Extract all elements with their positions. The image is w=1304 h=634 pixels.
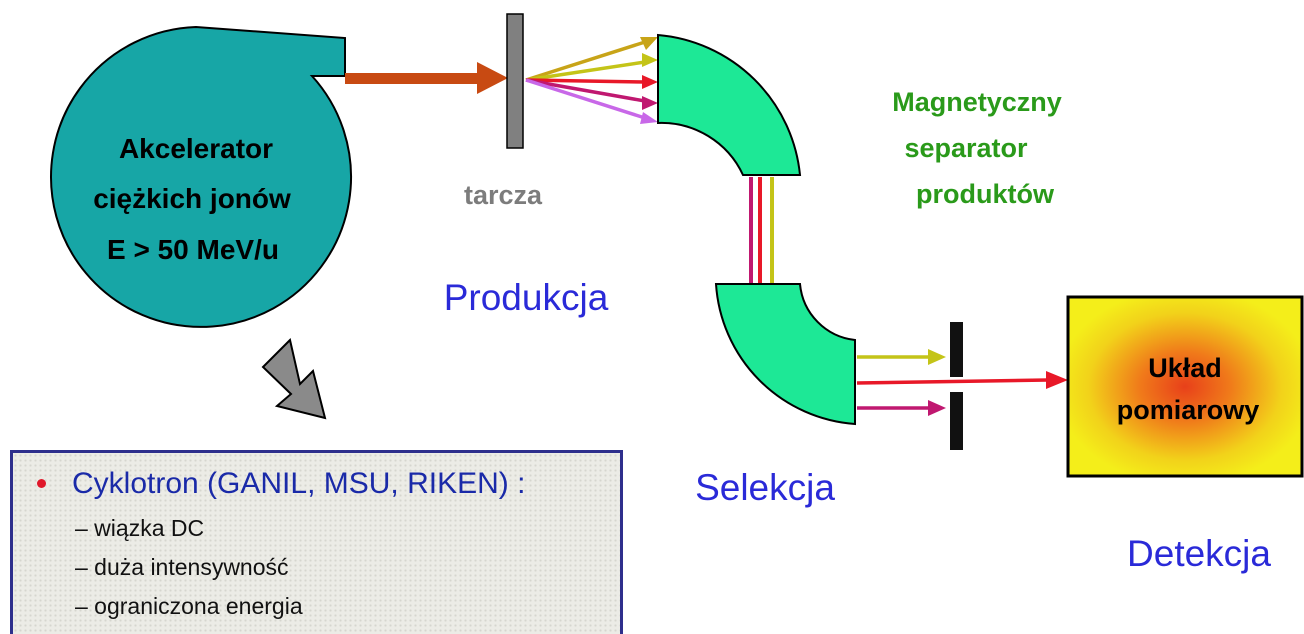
info-item-energy: – ograniczona energia: [75, 593, 303, 619]
separator-beam-magenta: [749, 177, 753, 287]
target-plate: [506, 13, 524, 149]
separator-beam-red: [758, 177, 762, 287]
separator-label-line1: Magnetyczny: [892, 87, 1062, 117]
main-beam: [345, 73, 480, 84]
separator-label-line2: separator: [904, 133, 1028, 163]
detector-label-line2: pomiarowy: [1117, 395, 1260, 425]
slit-upper: [950, 322, 963, 377]
separator-beam-yellow: [770, 177, 774, 287]
bullet-icon: [37, 479, 46, 488]
product-arrowheads: [640, 37, 658, 124]
cyclotron-info-box: Cyklotron (GANIL, MSU, RIKEN) : – wiązka…: [10, 450, 623, 634]
separator-label-line3: produktów: [916, 179, 1055, 209]
accelerator-label-line1: Akcelerator: [119, 133, 273, 164]
accelerator-body: [50, 25, 353, 328]
product-fan: [525, 40, 646, 120]
stage-label-selection: Selekcja: [695, 467, 835, 508]
info-item-dc-beam: – wiązka DC: [75, 515, 205, 541]
detector-box: [1066, 295, 1304, 478]
accelerator-label-line3: E > 50 MeV/u: [107, 234, 279, 265]
main-beam-arrowhead: [477, 62, 508, 94]
accelerator-label-line2: ciężkich jonów: [93, 183, 291, 214]
output-arrow-magenta: [928, 400, 946, 416]
target-label: tarcza: [464, 180, 543, 210]
stage-label-production: Produkcja: [444, 277, 609, 318]
slit-lower: [950, 392, 963, 450]
output-arrow-yellow: [928, 349, 946, 365]
separator-magnet-upper: [657, 33, 802, 176]
product-beam-gold: [525, 40, 646, 82]
info-box-title: Cyklotron (GANIL, MSU, RIKEN) :: [72, 467, 526, 500]
output-arrow-red: [1046, 371, 1068, 389]
stage-label-detection: Detekcja: [1127, 533, 1271, 574]
product-beam-violet: [525, 78, 646, 120]
product-beam-red: [525, 78, 646, 84]
detector-label-line1: Układ: [1148, 353, 1222, 383]
output-beam-red: [856, 378, 1049, 385]
accelerator-output-arrow: [261, 338, 327, 420]
separator-magnet-lower: [714, 283, 856, 426]
product-beam-magenta: [525, 78, 646, 103]
info-item-intensity: – duża intensywność: [75, 554, 289, 580]
product-beam-yellow: [525, 60, 646, 82]
